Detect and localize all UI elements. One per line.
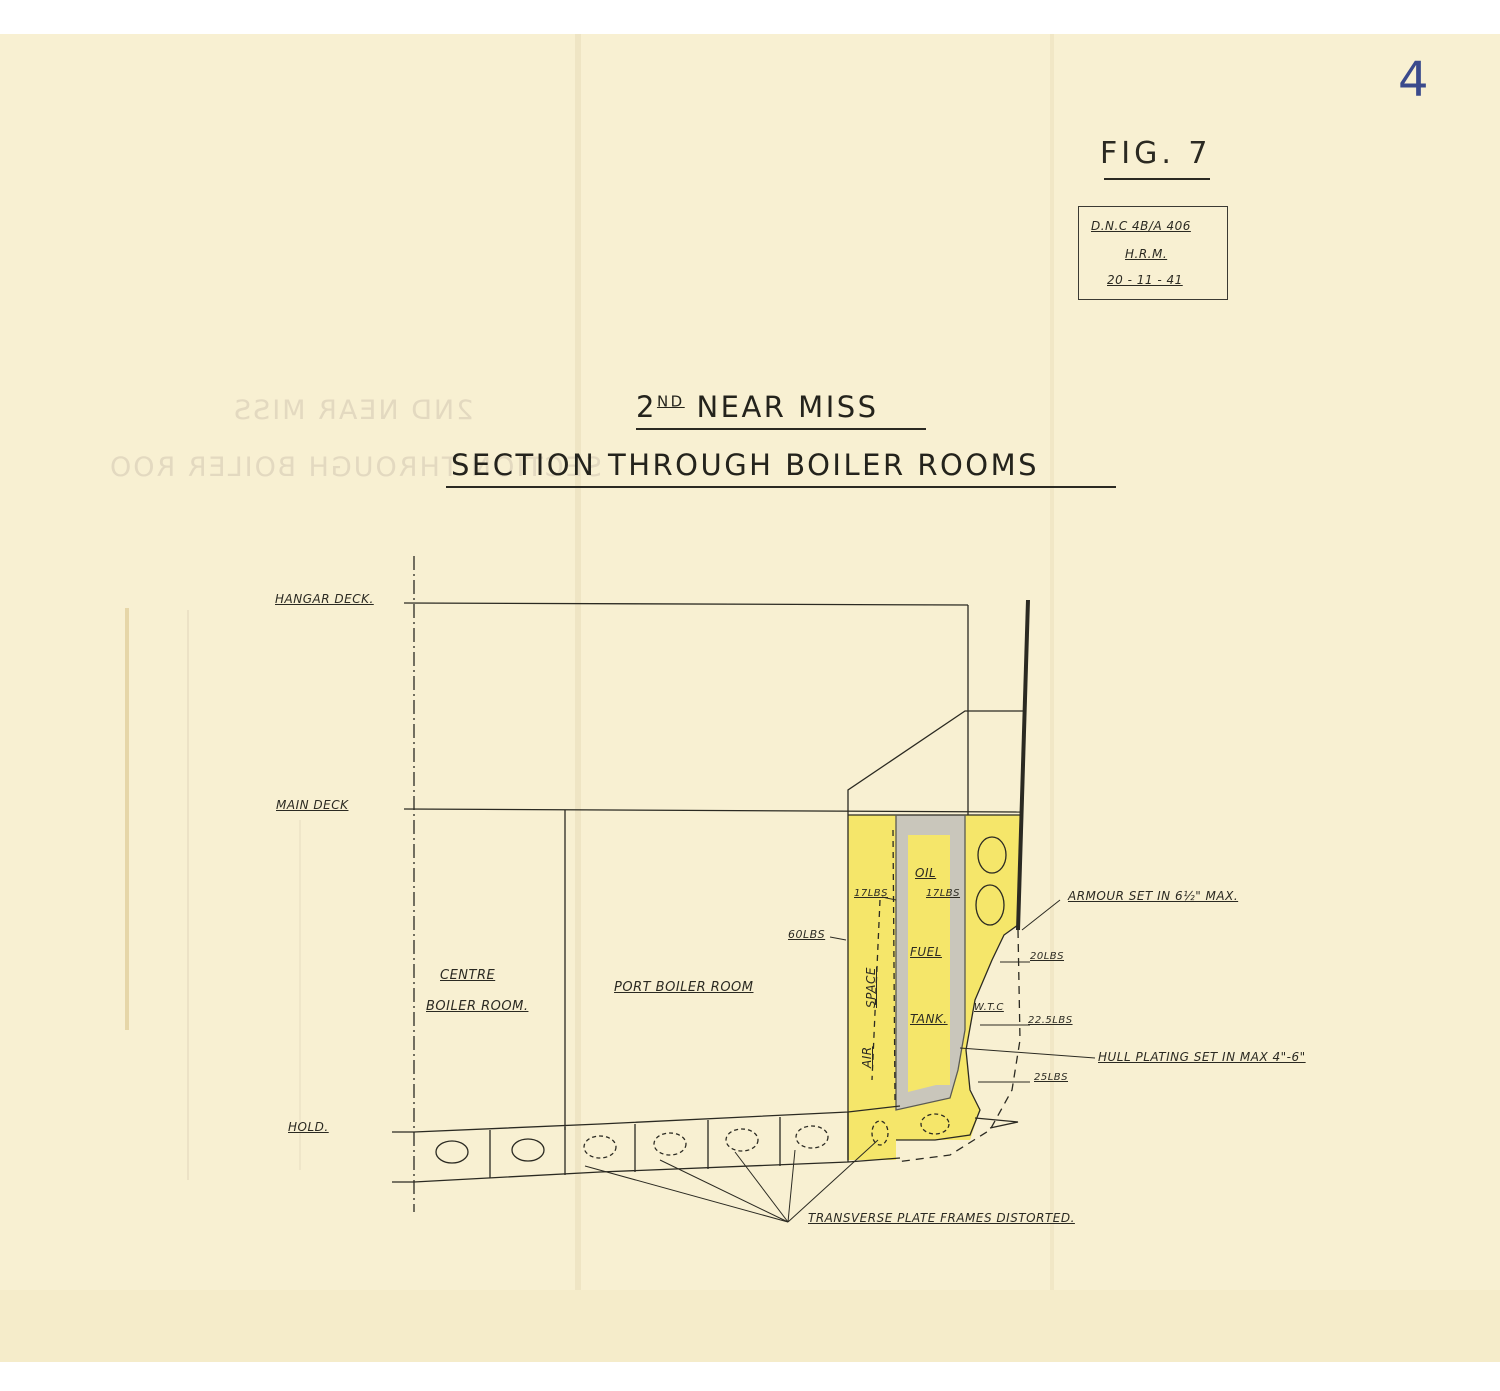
title-near-miss-underline — [636, 428, 926, 430]
tank-label: TANK. — [910, 1012, 948, 1026]
air-space-dashed — [871, 899, 881, 1081]
reference-stamp: D.N.C 4B/A 406 H.R.M. 20 - 11 - 41 — [1078, 206, 1228, 300]
sponson-outline — [847, 710, 1025, 815]
hangar-deck-label: HANGAR DECK. — [275, 592, 374, 606]
main-deck-line — [403, 808, 1023, 813]
title-section-underline — [446, 486, 1116, 488]
port-boiler-room-label: PORT BOILER ROOM — [614, 980, 754, 995]
tank-dashed — [892, 829, 896, 1101]
outboard-compartment-1 — [977, 836, 1007, 874]
original-hull-dashed — [895, 929, 1021, 1163]
title-section: SECTION THROUGH BOILER ROOMS — [451, 448, 1040, 482]
weight-20lbs: 20LBS — [1030, 951, 1065, 962]
oil-tank-outline — [895, 815, 966, 1111]
weight-22-5lbs: 22.5LBS — [1028, 1015, 1073, 1026]
weight-25lbs: 25LBS — [1034, 1072, 1069, 1083]
title-ordinal-suffix: ND — [656, 392, 685, 411]
figure-label: FIG. 7 — [1100, 136, 1212, 171]
stamp-line-1: D.N.C 4B/A 406 — [1091, 219, 1191, 233]
hangar-deck-line — [403, 602, 969, 606]
hull-plating-annotation: HULL PLATING SET IN MAX 4"-6" — [1098, 1050, 1306, 1064]
stamp-line-2: H.R.M. — [1125, 247, 1168, 261]
oil-fuel-tank-inner — [908, 835, 950, 1085]
hold-top-line — [392, 1105, 901, 1133]
air-label: AIR — [860, 1046, 874, 1068]
frames-distorted-annotation: TRANSVERSE PLATE FRAMES DISTORTED. — [808, 1211, 1075, 1225]
lightening-holes — [435, 1113, 950, 1164]
figure-label-underline — [1104, 178, 1210, 180]
fuel-label: FUEL — [910, 945, 942, 959]
centre-boiler-room-label-2: BOILER ROOM. — [426, 999, 529, 1014]
weight-17lbs-left: 17LBS — [854, 888, 889, 899]
centre-boiler-room-label-1: CENTRE — [440, 968, 496, 983]
hold-label: HOLD. — [288, 1120, 329, 1134]
stamp-line-3: 20 - 11 - 41 — [1107, 273, 1183, 287]
title-near-miss: 2ND NEAR MISS — [636, 390, 879, 424]
outboard-compartment-2 — [975, 884, 1005, 926]
weight-17lbs-right: 17LBS — [926, 888, 961, 899]
leader-lines — [584, 896, 1096, 1223]
wtc-label: W.T.C — [974, 1002, 1004, 1013]
title-ordinal: 2 — [636, 390, 657, 424]
distorted-hull-plating — [896, 924, 1019, 1141]
weight-60lbs: 60LBS — [788, 928, 826, 941]
air-space-fill — [848, 815, 970, 1160]
main-deck-label: MAIN DECK — [276, 798, 349, 812]
bilge-fracture — [974, 1117, 1019, 1129]
page-number: 4 — [1398, 52, 1429, 108]
oil-fuel-tank-wall — [896, 815, 965, 1110]
hold-bottom-line — [392, 1157, 901, 1183]
armour-belt — [1016, 599, 1030, 931]
space-label: SPACE — [864, 967, 878, 1008]
transverse-frames — [489, 1112, 849, 1178]
oil-label: OIL — [915, 866, 937, 880]
armour-annotation: ARMOUR SET IN 6½" MAX. — [1068, 889, 1239, 903]
title-near-miss-text: NEAR MISS — [684, 390, 879, 424]
